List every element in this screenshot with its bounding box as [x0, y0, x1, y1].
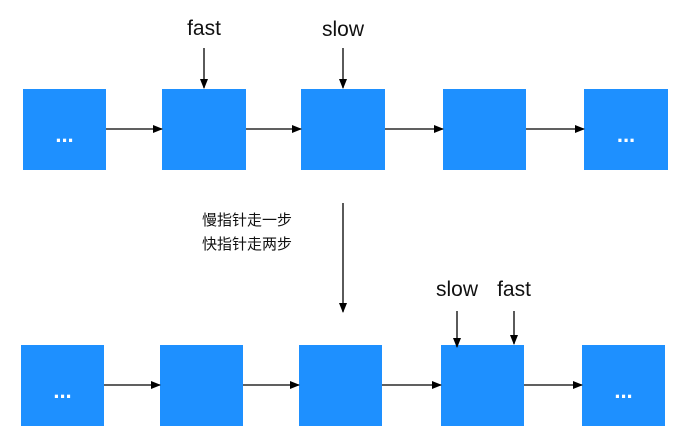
transition-note-line-1: 慢指针走一步	[202, 211, 292, 229]
top-node-5	[584, 89, 668, 170]
top-node-1	[23, 89, 106, 170]
bottom-row: ... ... slow fast	[21, 278, 665, 426]
top-node-5-label: ...	[617, 122, 635, 147]
top-node-1-label: ...	[55, 122, 73, 147]
top-slow-label: slow	[322, 18, 365, 41]
bottom-node-4	[441, 345, 524, 426]
bottom-node-1-label: ...	[53, 378, 71, 403]
bottom-node-3	[299, 345, 382, 426]
top-node-3	[301, 89, 385, 170]
bottom-node-5-label: ...	[614, 378, 632, 403]
bottom-node-1	[21, 345, 104, 426]
transition-note-line-2: 快指针走两步	[202, 235, 292, 253]
bottom-fast-label: fast	[497, 278, 531, 301]
top-row: ... ... fast slow	[23, 17, 668, 170]
top-fast-label: fast	[187, 17, 221, 40]
top-node-2	[162, 89, 246, 170]
top-node-4	[443, 89, 526, 170]
bottom-node-2	[160, 345, 243, 426]
bottom-slow-label: slow	[436, 278, 479, 301]
transition: 慢指针走一步 快指针走两步	[202, 203, 347, 313]
bottom-node-5	[582, 345, 665, 426]
